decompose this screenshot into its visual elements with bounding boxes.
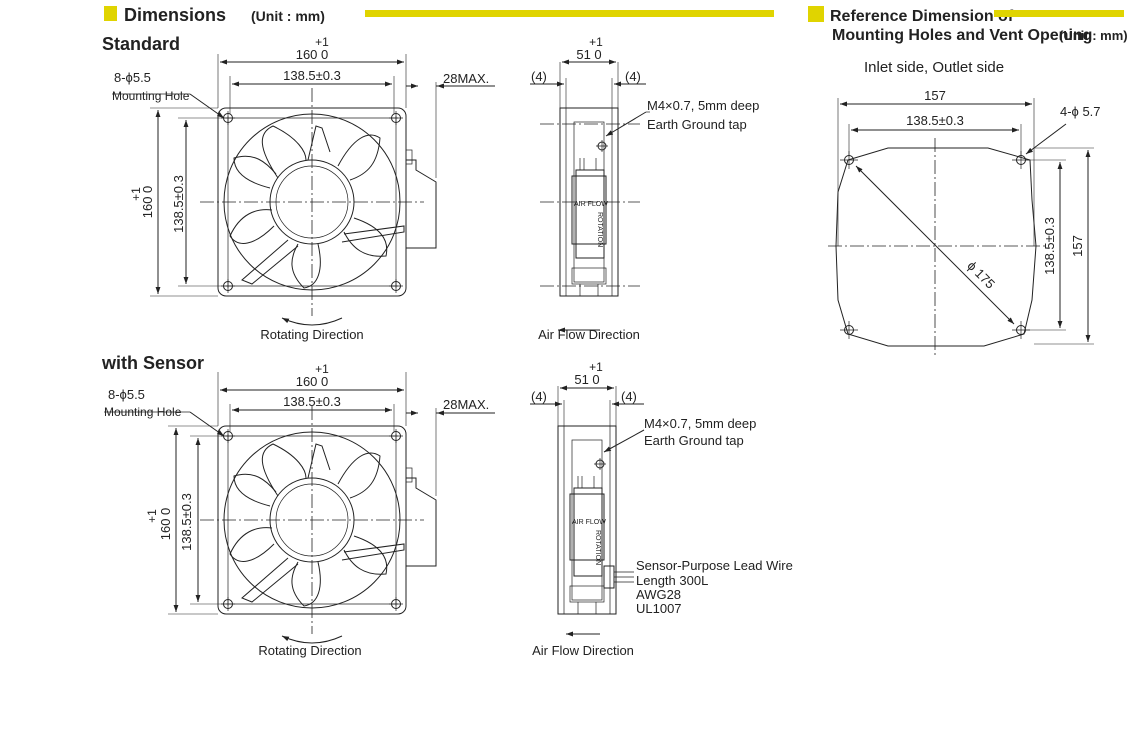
- ref-holes: 4-ϕ 5.7: [1060, 104, 1101, 119]
- ref-overall: 157: [924, 88, 946, 103]
- sen-depth-max: 28MAX.: [443, 397, 489, 412]
- ref-title-unit: (Unit : mm): [1059, 28, 1128, 43]
- sensor-label: with Sensor: [101, 353, 204, 373]
- ref-title-rule: [994, 10, 1124, 17]
- std-width: 160 0: [296, 47, 329, 62]
- std-pitch: 138.5±0.3: [283, 68, 341, 83]
- std-depth-max: 28MAX.: [443, 71, 489, 86]
- sen-side-depth: 51 0: [574, 372, 599, 387]
- ref-height: 157: [1070, 235, 1085, 257]
- sen-label-rotation: ROTATION: [594, 530, 601, 565]
- sen-gap-right: (4): [621, 389, 637, 404]
- section-unit: (Unit : mm): [251, 8, 325, 24]
- std-side-tol: +1: [589, 35, 603, 49]
- ref-title-marker: [808, 6, 824, 22]
- sen-tap-line1: M4×0.7, 5mm deep: [644, 416, 756, 431]
- standard-side-view: [530, 59, 650, 333]
- sen-width-tol: +1: [315, 362, 329, 376]
- sen-tap-line2: Earth Ground tap: [644, 433, 744, 448]
- ref-pitch: 138.5±0.3: [906, 113, 964, 128]
- sen-height-pitch: 138.5±0.3: [179, 493, 194, 551]
- sen-side-tol: +1: [589, 360, 603, 374]
- std-tap-line1: M4×0.7, 5mm deep: [647, 98, 759, 113]
- sen-width: 160 0: [296, 374, 329, 389]
- ref-title-line2: Mounting Holes and Vent Opening: [832, 27, 1092, 44]
- std-gap-left: (4): [531, 69, 547, 84]
- std-rotating-direction: Rotating Direction: [260, 327, 363, 342]
- ref-subtitle: Inlet side, Outlet side: [864, 59, 1004, 76]
- sen-lead-length: Length 300L: [636, 573, 708, 588]
- sen-lead-awg: AWG28: [636, 587, 681, 602]
- std-width-tol: +1: [315, 35, 329, 49]
- std-holes: 8-ϕ5.5: [114, 70, 151, 85]
- sensor-side-view: [530, 385, 645, 637]
- sensor-front-view: [104, 372, 495, 644]
- sen-holes: 8-ϕ5.5: [108, 387, 145, 402]
- sen-lead-ul: UL1007: [636, 601, 682, 616]
- title-rule: [365, 10, 774, 17]
- ref-title-line1: Reference Dimension of: [830, 8, 1014, 25]
- sen-height: 160 0: [158, 508, 173, 541]
- title-marker: [104, 6, 117, 21]
- sen-airflow-direction: Air Flow Direction: [532, 643, 634, 658]
- sen-height-tol: +1: [145, 509, 159, 523]
- std-height-tol: +1: [129, 187, 143, 201]
- std-gap-right: (4): [625, 69, 641, 84]
- sen-holes-note: Mounting Hole: [104, 405, 182, 419]
- reference-view: [828, 98, 1094, 356]
- ref-height-pitch: 138.5±0.3: [1042, 217, 1057, 275]
- sen-rotating-direction: Rotating Direction: [258, 643, 361, 658]
- standard-front-view: [112, 54, 495, 326]
- sen-lead-wire: Sensor-Purpose Lead Wire: [636, 558, 793, 573]
- sen-gap-left: (4): [531, 389, 547, 404]
- sen-pitch: 138.5±0.3: [283, 394, 341, 409]
- std-height-pitch: 138.5±0.3: [171, 175, 186, 233]
- std-holes-note: Mounting Hole: [112, 89, 190, 103]
- standard-label: Standard: [102, 34, 180, 54]
- std-height: 160 0: [140, 186, 155, 219]
- std-side-depth: 51 0: [576, 47, 601, 62]
- section-title: Dimensions: [124, 5, 226, 25]
- sen-label-airflow: AIR FLOW: [572, 519, 606, 526]
- ref-diameter: ϕ 175: [964, 258, 998, 292]
- std-tap-line2: Earth Ground tap: [647, 117, 747, 132]
- std-airflow-direction: Air Flow Direction: [538, 327, 640, 342]
- std-label-rotation: ROTATION: [596, 212, 603, 247]
- std-label-airflow: AIR FLOW: [574, 201, 608, 208]
